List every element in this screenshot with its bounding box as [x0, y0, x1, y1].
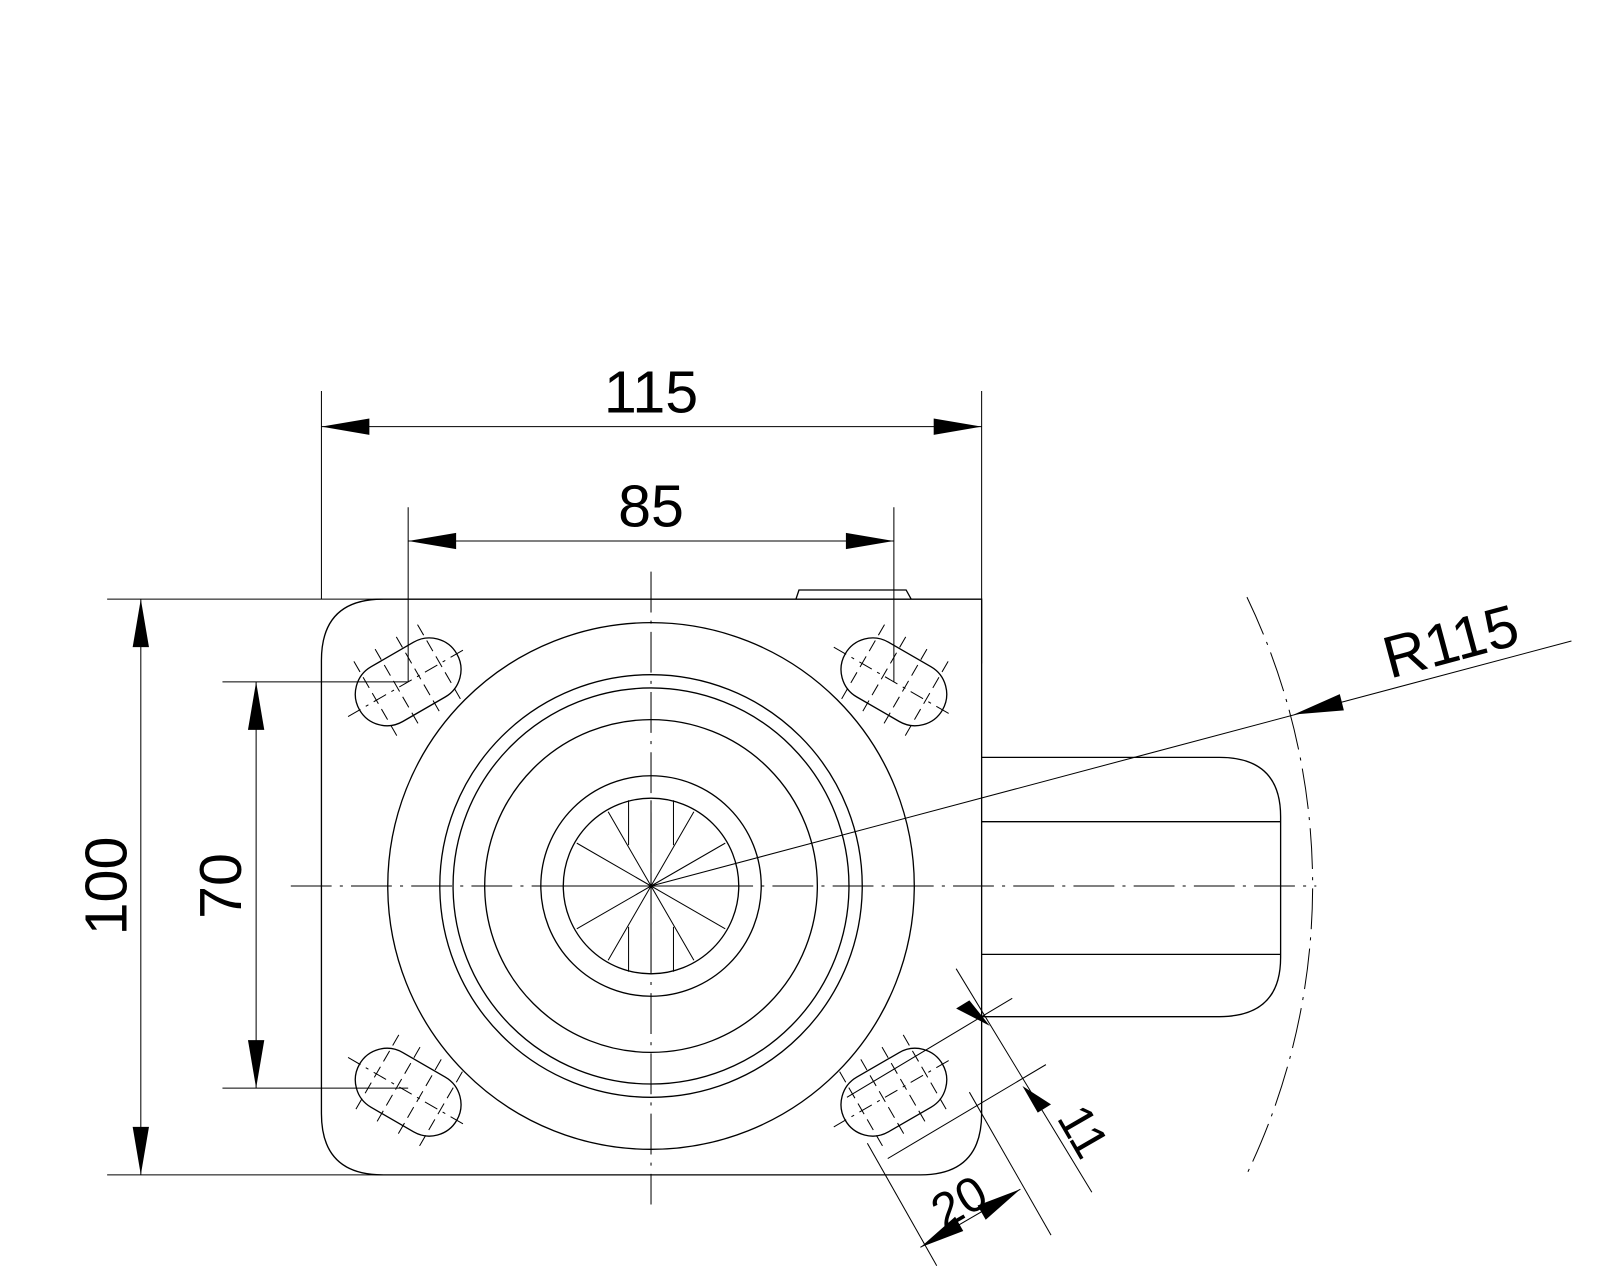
mounting-plate	[320, 598, 983, 1176]
dimension-115: 115	[320, 358, 983, 664]
dimension-label: R115	[1376, 591, 1526, 691]
mounting-slot	[810, 1017, 978, 1167]
dimension-85: 85	[407, 473, 895, 682]
wheel-profile	[981, 756, 1282, 1018]
kingpin-spoke	[576, 885, 652, 930]
dimension-20: 20	[866, 1091, 1052, 1266]
kingpin-spoke	[650, 885, 726, 930]
dimension-70: 70	[187, 681, 409, 1089]
swivel-radius-arc	[1246, 596, 1314, 1175]
mounting-slot	[324, 1017, 492, 1167]
kingpin-spoke	[607, 811, 652, 887]
dimension-100: 100	[73, 598, 383, 1176]
dimension-label: 100	[73, 837, 140, 936]
dimension-label: 115	[604, 358, 698, 425]
dimension-label: 70	[187, 853, 254, 919]
dimension-label: 20	[922, 1166, 996, 1240]
dimension-label: 11	[1047, 1096, 1119, 1167]
kingpin-spoke	[607, 885, 652, 961]
kingpin-spoke	[576, 842, 652, 887]
kingpin-spoke	[650, 885, 695, 961]
dimension-label: 85	[618, 473, 684, 540]
dimension-r115: R115	[650, 591, 1572, 887]
kingpin-spoke	[650, 811, 695, 887]
kingpin-spoke	[650, 842, 726, 887]
plate-latch	[795, 589, 912, 600]
